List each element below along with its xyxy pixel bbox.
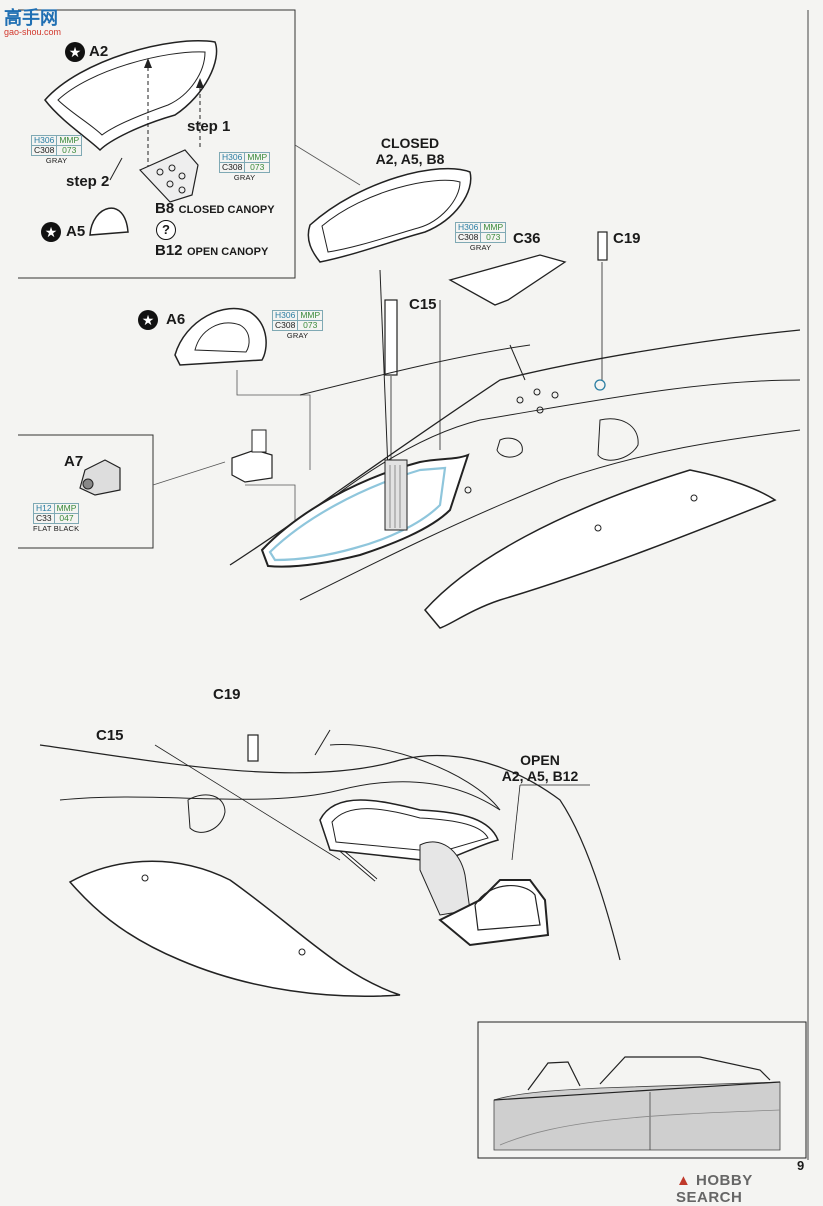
paint-c-code: C308 <box>454 232 482 243</box>
paint-name: FLAT BLACK <box>33 524 80 533</box>
paint-name: GRAY <box>233 173 256 182</box>
star-icon: ★ <box>138 310 158 330</box>
paint-h-code: H306 <box>30 135 58 146</box>
closed-title: CLOSED <box>380 135 440 151</box>
paint-number: 073 <box>244 162 271 173</box>
b8-description: CLOSED CANOPY <box>178 204 275 216</box>
hobby-search-logo-icon: ▲ <box>676 1172 692 1189</box>
paint-c-code: C308 <box>218 162 246 173</box>
paint-brand: MMP <box>53 503 80 514</box>
open-parts: A2, A5, B12 <box>501 768 579 784</box>
page-number: 9 <box>797 1158 805 1173</box>
part-label-c19: C19 <box>613 230 641 247</box>
paint-h-code: H306 <box>454 222 482 233</box>
open-callout: OPEN A2, A5, B12 <box>490 752 590 784</box>
part-label-a7: A7 <box>64 453 84 470</box>
star-icon: ★ <box>65 42 85 62</box>
closed-callout: CLOSED A2, A5, B8 <box>365 135 455 167</box>
paint-h-code: H306 <box>271 310 299 321</box>
part-label-a2: A2 <box>89 43 109 60</box>
watermark-brand: 高手网 <box>4 8 58 28</box>
part-label-c36: C36 <box>513 230 541 247</box>
b12-callout: B12 OPEN CANOPY <box>155 242 268 260</box>
paint-c-code: C308 <box>271 320 299 331</box>
paint-name: GRAY <box>469 243 492 252</box>
part-label-a6: A6 <box>166 311 186 328</box>
part-label-c15-lower: C15 <box>96 727 124 744</box>
paint-brand: MMP <box>297 310 324 321</box>
paint-number: 073 <box>480 232 507 243</box>
b8-callout: B8 CLOSED CANOPY <box>155 200 275 218</box>
site-watermark: 高手网 gao-shou.com <box>4 4 61 37</box>
watermark-url: gao-shou.com <box>4 27 62 37</box>
part-label-b12: B12 <box>155 242 183 259</box>
step-1-label: step 1 <box>187 118 231 135</box>
paint-c-code: C308 <box>30 145 58 156</box>
part-label-c19-lower: C19 <box>213 686 241 703</box>
paint-brand: MMP <box>244 152 271 163</box>
part-label-b8: B8 <box>155 200 175 217</box>
b12-description: OPEN CANOPY <box>186 246 269 258</box>
paint-h-code: H306 <box>218 152 246 163</box>
part-label-c15: C15 <box>409 296 437 313</box>
footer-watermark: ▲ HOBBY SEARCH <box>676 1172 823 1206</box>
paint-h-code: H12 <box>33 503 55 514</box>
paint-name: GRAY <box>45 156 68 165</box>
paint-c-code: C33 <box>33 513 55 524</box>
paint-brand: MMP <box>480 222 507 233</box>
open-title: OPEN <box>520 752 560 768</box>
paint-brand: MMP <box>56 135 83 146</box>
question-mark-icon: ? <box>156 220 176 240</box>
paint-number: 073 <box>56 145 83 156</box>
star-icon: ★ <box>41 222 61 242</box>
part-label-a5: A5 <box>66 223 86 240</box>
closed-parts: A2, A5, B8 <box>375 151 445 167</box>
paint-number: 073 <box>297 320 324 331</box>
paint-number: 047 <box>53 513 80 524</box>
paint-name: GRAY <box>286 331 309 340</box>
step-2-label: step 2 <box>66 173 110 190</box>
